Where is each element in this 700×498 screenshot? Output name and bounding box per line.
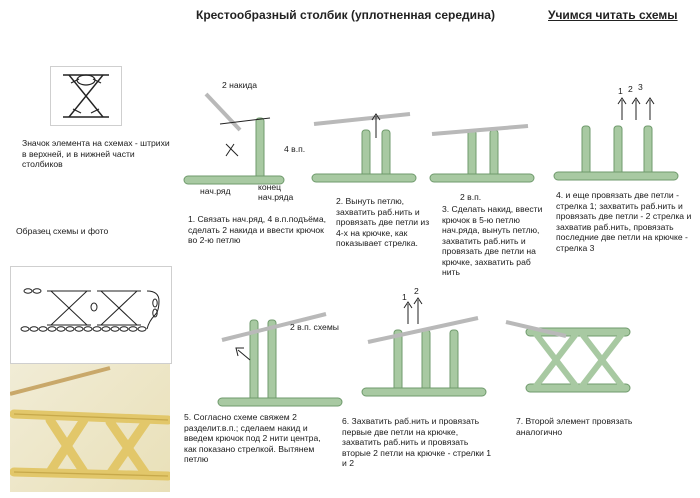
- sample-label: Образец схемы и фото: [16, 226, 109, 236]
- sample-photo: [10, 364, 170, 492]
- crochet-photo-icon: [10, 366, 170, 481]
- label-arrow-3: 3: [638, 82, 643, 92]
- step3-illustration: [429, 124, 535, 183]
- lesson-link[interactable]: Учимся читать схемы: [548, 8, 678, 22]
- label-start-row: нач.ряд: [200, 186, 231, 196]
- label-arrow-1: 1: [618, 86, 623, 96]
- step4-illustration: [553, 97, 679, 181]
- label-two-ch-scheme: 2 в.п. схемы: [290, 322, 339, 332]
- page-title: Крестообразный столбик (уплотненная сере…: [196, 8, 495, 22]
- label-two-ch: 2 в.п.: [460, 192, 482, 202]
- label-two-yarn-overs: 2 накида: [222, 80, 258, 90]
- step5-illustration: [217, 312, 343, 407]
- stitch-symbol-box: [50, 66, 122, 126]
- step7-illustration: [505, 320, 631, 393]
- label-arrow-1b: 1: [402, 292, 407, 302]
- step-3-text: 3. Сделать накид, ввести крючок в 5-ю пе…: [442, 204, 543, 277]
- step1-illustration: [183, 92, 285, 185]
- symbol-note: Значок элемента на схемах - штрихи в вер…: [22, 138, 170, 169]
- label-four-ch: 4 в.п.: [284, 144, 306, 154]
- scheme-diagram-icon: [20, 288, 160, 332]
- step-7-text: 7. Второй элемент провязать аналогично: [516, 416, 633, 437]
- cross-stitch-symbol-icon: [63, 74, 109, 118]
- scheme-sample: [10, 266, 172, 364]
- step6-illustration: [361, 297, 487, 397]
- label-arrow-2: 2: [628, 84, 633, 94]
- step2-illustration: [311, 112, 417, 183]
- step-2-text: 2. Вынуть петлю, захватить раб.нить и пр…: [336, 196, 430, 248]
- step-1-text: 1. Связать нач.ряд, 4 в.п.подъёма, сдела…: [188, 214, 326, 245]
- step-4-text: 4. и еще провязать две петли - стрелка 1…: [556, 190, 692, 253]
- step-6-text: 6. Захватить раб.нить и провязать первые…: [342, 416, 492, 468]
- label-end-start-row: конец нач.ряда: [258, 182, 294, 202]
- step-5-text: 5. Согласно схеме свяжем 2 разделит.в.п.…: [184, 412, 321, 464]
- label-arrow-2b: 2: [414, 286, 419, 296]
